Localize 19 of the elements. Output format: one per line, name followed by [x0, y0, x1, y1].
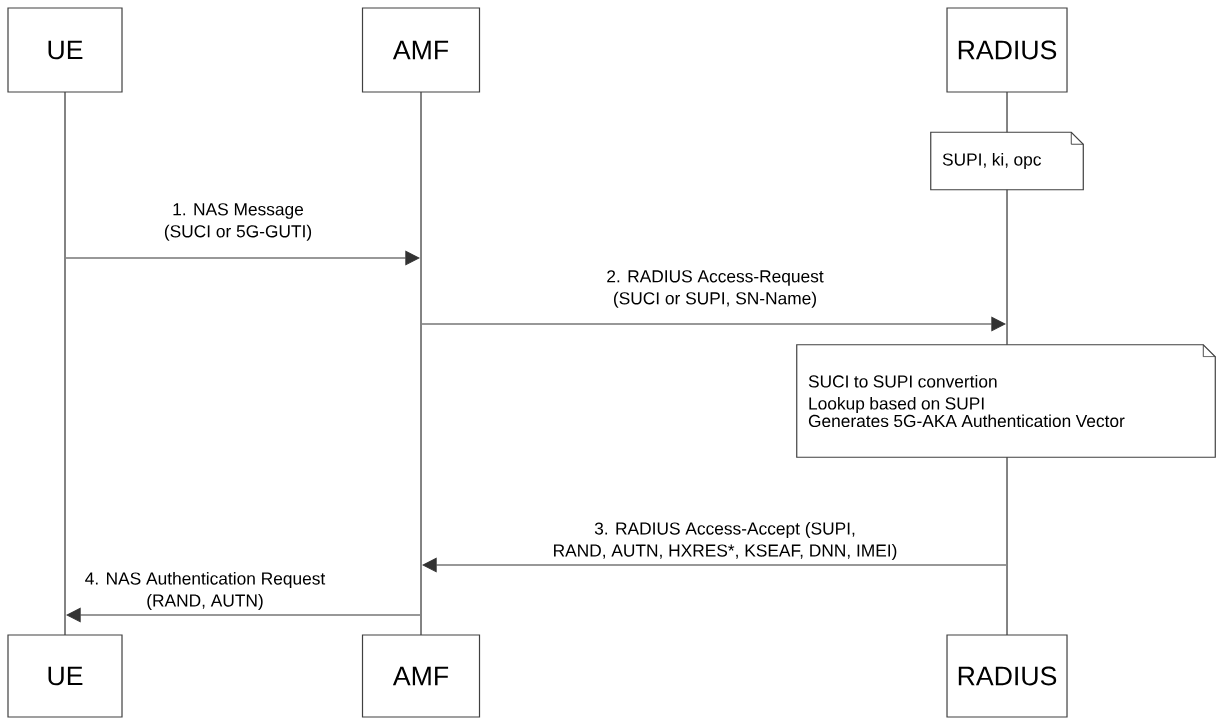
lifeline: [420, 92, 422, 635]
participant-box: UE: [7, 7, 123, 93]
edge-label: 4. NAS Authentication Request (RAND, AUTN): [85, 571, 326, 611]
message-arrow: [66, 607, 421, 623]
participant-box: UE: [7, 634, 123, 718]
participant-box: RADIUS: [946, 634, 1068, 718]
note-box: SUPI, ki, opc: [930, 131, 1084, 191]
lifeline: [1006, 92, 1008, 635]
message-arrow: [65, 250, 420, 266]
participant-box: AMF: [361, 7, 481, 93]
message-arrow: [421, 316, 1006, 332]
participant-box: RADIUS: [946, 7, 1068, 93]
lifeline: [64, 92, 66, 635]
edge-label: 2. RADIUS Access-Request (SUCI or SUPI, SN-Name): [607, 270, 824, 308]
edge-label: 3. RADIUS Access-Accept (SUPI, RAND, AUTN, HXRES*, KSEAF, DNN, IMEI): [554, 521, 897, 561]
participant-box: AMF: [361, 634, 481, 718]
note-box: SUCI to SUPI convertion Lookup based on SUPI Generates 5G-AKA Authentication Vector: [796, 344, 1216, 458]
edge-label: 1. NAS Message (SUCI or 5G-GUTI): [164, 203, 312, 241]
message-arrow: [422, 557, 1007, 573]
